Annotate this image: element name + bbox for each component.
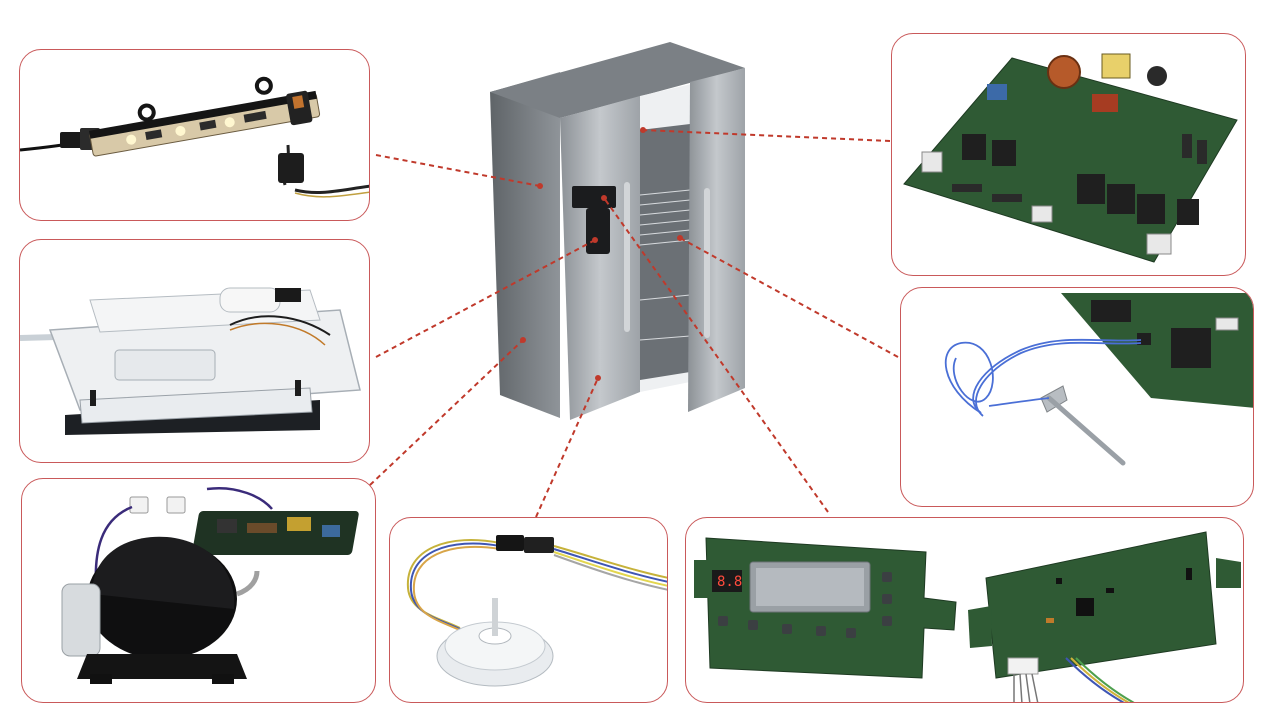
ice-maker-illustration (20, 287, 361, 435)
panel-display-board: 8.8 (685, 517, 1244, 703)
callout-ice-maker (375, 239, 596, 358)
panel-ice-maker (19, 239, 370, 463)
temperature-sensor-illustration (944, 293, 1253, 466)
display-board-illustration: 8.8 (694, 531, 1241, 702)
panel-compressor (21, 478, 376, 703)
panel-fan-motor (389, 517, 668, 703)
panel-temperature-sensor (900, 287, 1254, 507)
compressor-illustration (61, 486, 359, 684)
callout-temperature-sensor (679, 237, 899, 358)
callout-main-control-board (642, 129, 891, 142)
panel-led-light-bar (19, 49, 370, 221)
callout-led-light-bar (375, 154, 541, 187)
main-control-board-illustration (903, 53, 1238, 263)
callout-display-board (603, 197, 829, 513)
fan-motor-illustration (406, 535, 667, 687)
callout-compressor (369, 339, 524, 486)
led-light-bar-illustration (20, 76, 369, 198)
callout-fan-motor (535, 377, 599, 518)
display-digits: 8.8 (717, 574, 742, 590)
panel-main-control-board (891, 33, 1246, 276)
